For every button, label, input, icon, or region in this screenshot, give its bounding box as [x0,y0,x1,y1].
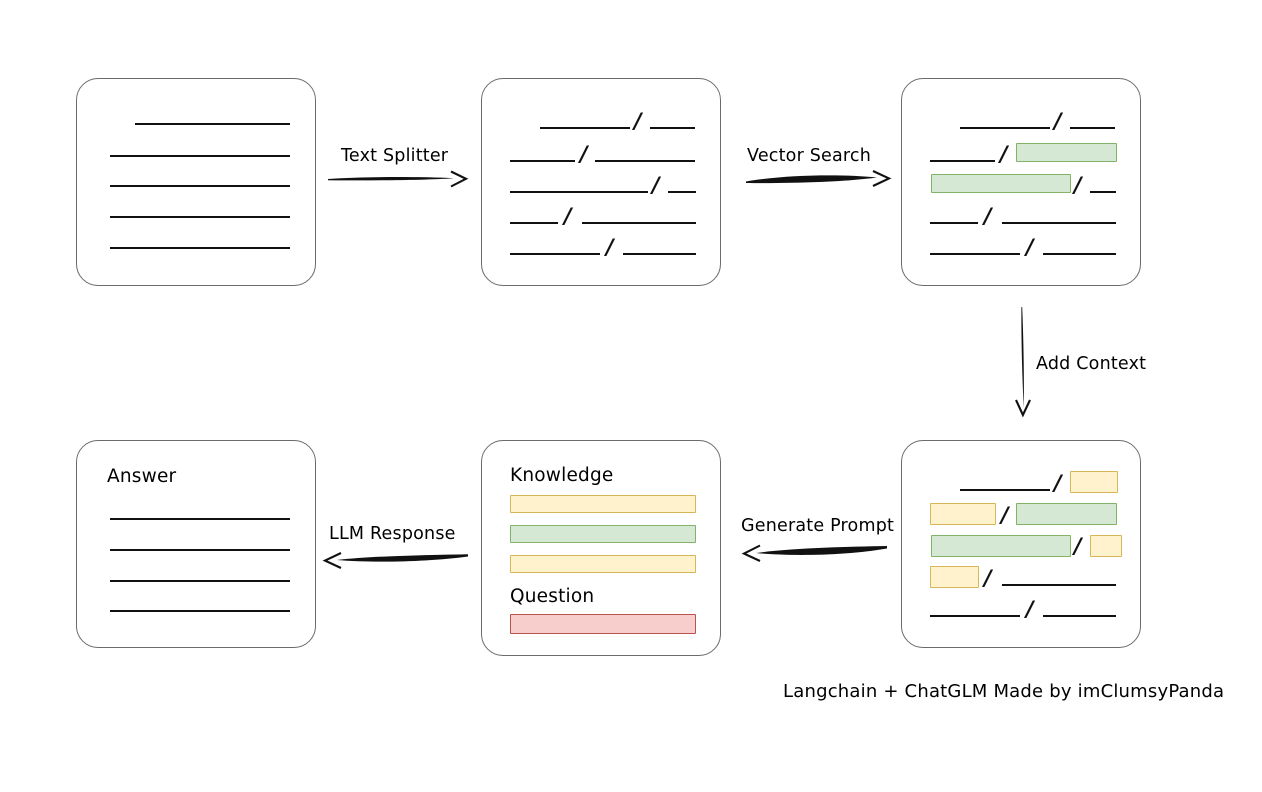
arrow-llm-response [322,552,468,569]
document-line [930,253,1020,255]
retrieved-chunk-highlight[interactable] [931,535,1071,557]
context-document-card[interactable]: / / / / / [901,440,1141,648]
prompt-card[interactable]: Knowledge Question [481,440,721,656]
answer-label: Answer [107,466,177,487]
split-slash: / [606,235,614,259]
document-line [1043,253,1116,255]
arrow-text-splitter [328,170,469,188]
context-chunk-highlight[interactable] [930,566,979,588]
document-line [510,160,575,162]
answer-line [110,580,290,582]
arrow-generate-prompt [741,544,887,562]
split-slash: / [984,566,992,590]
split-slash: / [1000,142,1008,166]
matched-document-card[interactable]: / / / / / [901,78,1141,286]
split-slash: / [1074,173,1082,197]
answer-line [110,518,290,520]
document-line [582,222,696,224]
context-chunk-highlight[interactable] [1090,535,1122,557]
knowledge-chunk-yellow[interactable] [510,555,696,573]
edge-label-llm-response: LLM Response [329,524,456,544]
document-line [623,253,696,255]
split-slash: / [1074,534,1082,558]
arrow-add-context [1015,307,1031,418]
document-line [930,160,995,162]
document-line [668,191,696,193]
document-line [960,489,1050,491]
retrieved-chunk-highlight[interactable] [1016,143,1117,162]
document-line [930,615,1020,617]
context-chunk-highlight[interactable] [1070,471,1118,493]
answer-card[interactable]: Answer [76,440,316,648]
document-line [1043,615,1116,617]
document-line [110,185,290,187]
split-slash: / [1001,503,1009,527]
split-slash: / [1054,109,1062,133]
footer-credit: Langchain + ChatGLM Made by imClumsyPand… [783,681,1225,702]
split-slash: / [1026,597,1034,621]
document-line [595,160,695,162]
answer-line [110,549,290,551]
context-chunk-highlight[interactable] [930,503,996,525]
knowledge-label: Knowledge [510,465,614,486]
edge-label-text-splitter: Text Splitter [341,146,449,166]
question-chunk-red[interactable] [510,614,696,634]
arrow-vector-search [746,170,892,187]
split-slash: / [580,142,588,166]
document-line [110,216,290,218]
retrieved-chunk-highlight[interactable] [1016,503,1117,525]
document-line [110,247,290,249]
document-line [960,127,1050,129]
answer-line [110,610,290,612]
split-slash: / [652,173,660,197]
document-line [1090,191,1116,193]
document-line [650,127,695,129]
document-line [110,155,290,157]
document-line [930,222,978,224]
document-line [1002,584,1116,586]
split-slash: / [1054,471,1062,495]
document-line [510,253,600,255]
split-slash: / [1026,235,1034,259]
edge-label-generate-prompt: Generate Prompt [741,516,895,536]
document-line [1002,222,1116,224]
document-line [510,191,648,193]
edge-label-add-context: Add Context [1036,354,1147,374]
retrieved-chunk-highlight[interactable] [931,174,1071,193]
document-line [540,127,630,129]
knowledge-chunk-yellow[interactable] [510,495,696,513]
knowledge-chunk-green[interactable] [510,525,696,543]
split-document-card[interactable]: / / / / / [481,78,721,286]
source-document-card[interactable] [76,78,316,286]
document-line [1070,127,1115,129]
split-slash: / [984,204,992,228]
question-label: Question [510,586,595,607]
split-slash: / [564,204,572,228]
edge-label-vector-search: Vector Search [747,146,872,166]
document-line [135,123,290,125]
document-line [510,222,558,224]
split-slash: / [634,109,642,133]
